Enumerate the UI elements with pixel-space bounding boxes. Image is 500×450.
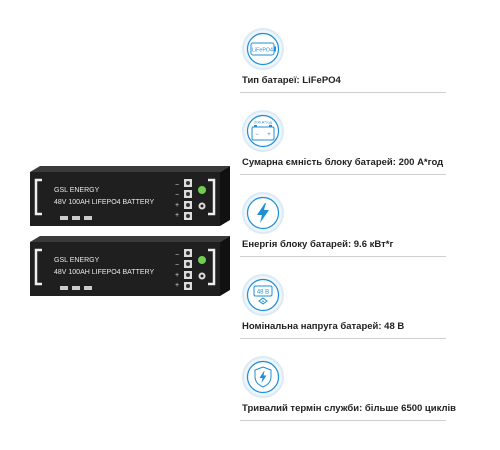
spec-label: Тип батареї: LiFePO4	[242, 75, 341, 86]
capacity-icon: 200 A*год − +	[242, 110, 284, 152]
spec-lifetime: Тривалий термін служби: більше 6500 цикл…	[240, 356, 456, 422]
divider	[240, 174, 446, 175]
spec-battery-type: LiFePO4 Тип батареї: LiFePO4	[240, 28, 446, 94]
lifepo4-icon: LiFePO4	[242, 28, 284, 70]
capacity-icon-text: 200 A*год	[254, 120, 272, 125]
battery-module-bottom: GSL ENERGY 48V 100AH LIFEPO4 BATTERY − −…	[24, 236, 234, 296]
divider	[240, 92, 446, 93]
lifepo4-icon-text: LiFePO4	[252, 47, 273, 53]
battery-brand: GSL ENERGY	[54, 187, 100, 194]
divider	[240, 420, 446, 421]
divider	[240, 338, 446, 339]
spec-label: Сумарна ємність блоку батарей: 200 А*год	[242, 157, 444, 168]
spec-capacity: 200 A*год − + Сумарна ємність блоку бата…	[240, 110, 446, 176]
terminal-minus-label: −	[175, 192, 179, 199]
spec-label: Тривалий термін служби: більше 6500 цикл…	[242, 403, 456, 414]
svg-text:+: +	[267, 132, 271, 138]
spec-energy: Енергія блоку батарей: 9.6 кВт*г	[240, 192, 446, 258]
spec-label: Енергія блоку батарей: 9.6 кВт*г	[242, 239, 394, 250]
divider	[240, 256, 446, 257]
voltage-icon-text: 48 В	[257, 290, 269, 296]
lightning-icon	[242, 192, 284, 234]
battery-brand: GSL ENERGY	[54, 257, 100, 264]
terminal-plus-label: +	[175, 212, 179, 219]
terminal-minus-label: −	[175, 252, 179, 259]
spec-voltage: 48 В Номінальна напруга батарей: 48 В	[240, 274, 446, 340]
terminal-plus-label: +	[175, 272, 179, 279]
spec-label: Номінальна напруга батарей: 48 В	[242, 321, 405, 332]
terminal-plus-label: +	[175, 202, 179, 209]
battery-illustration: GSL ENERGY 48V 100AH LIFEPO4 BATTERY − −…	[30, 166, 230, 226]
voltage-icon: 48 В	[242, 274, 284, 316]
terminal-minus-label: −	[175, 262, 179, 269]
svg-text:−: −	[255, 132, 259, 138]
battery-model: 48V 100AH LIFEPO4 BATTERY	[54, 269, 154, 276]
battery-illustration: GSL ENERGY 48V 100AH LIFEPO4 BATTERY − −…	[30, 236, 230, 296]
shield-lightning-icon	[242, 356, 284, 398]
battery-module-top: GSL ENERGY 48V 100AH LIFEPO4 BATTERY − −…	[24, 166, 234, 226]
terminal-minus-label: −	[175, 182, 179, 189]
battery-model: 48V 100AH LIFEPO4 BATTERY	[54, 199, 154, 206]
terminal-plus-label: +	[175, 282, 179, 289]
